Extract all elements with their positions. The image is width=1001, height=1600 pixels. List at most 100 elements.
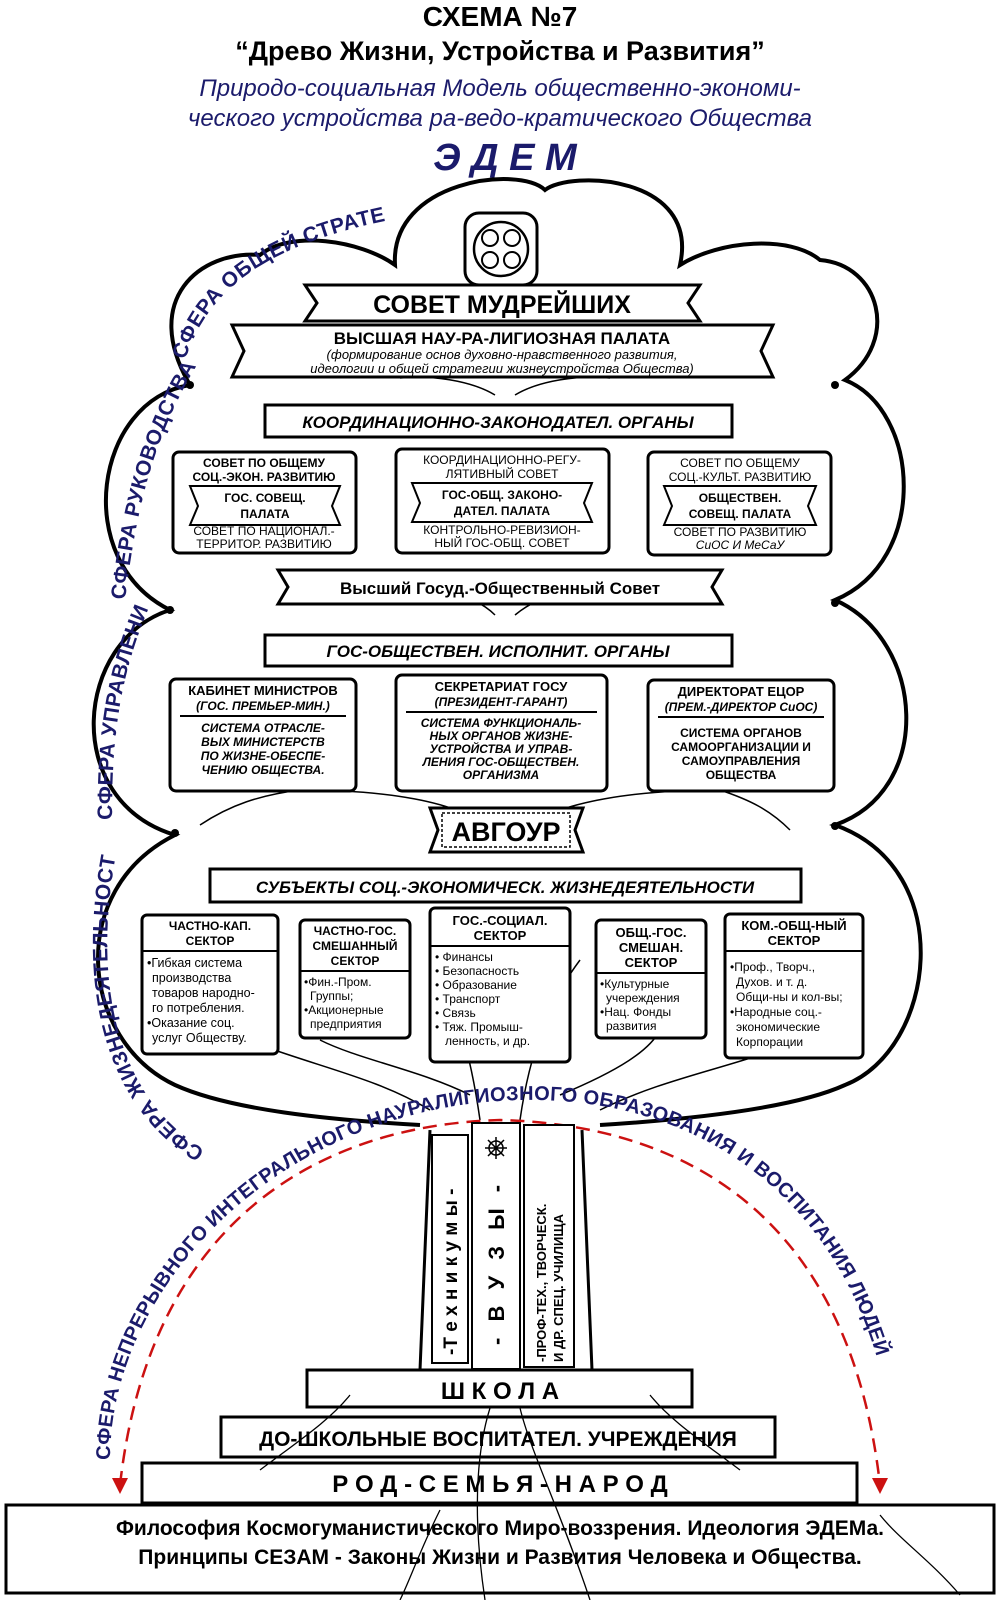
coord-center-block: КООРДИНАЦИОННО-РЕГУ- ЛЯТИВНЫЙ СОВЕТ ГОС-… [394, 447, 611, 555]
svg-text:услуг Обществу.: услуг Обществу. [152, 1031, 247, 1045]
svg-text:СМЕШАННЫЙ: СМЕШАННЫЙ [313, 938, 398, 953]
sector-private-state-mixed: ЧАСТНО-ГОС. СМЕШАННЫЙ СЕКТОР •Фин.-Пром.… [298, 918, 412, 1040]
svg-text:КОНТРОЛЬНО-РЕВИЗИОН-: КОНТРОЛЬНО-РЕВИЗИОН- [423, 523, 580, 537]
tree-crown-outline [91, 177, 923, 1127]
svg-text:СОВЕТ ПО ОБЩЕМУ: СОВЕТ ПО ОБЩЕМУ [680, 456, 800, 470]
svg-text:ДАТЕЛ. ПАЛАТА: ДАТЕЛ. ПАЛАТА [454, 504, 551, 518]
svg-text:экономические: экономические [736, 1020, 820, 1034]
svg-text:И ДР. СПЕЦ. УЧИЛИЩА: И ДР. СПЕЦ. УЧИЛИЩА [551, 1213, 566, 1362]
svg-text:СОВЕТ ПО НАЦИОНАЛ.-: СОВЕТ ПО НАЦИОНАЛ.- [193, 524, 334, 538]
svg-text:СЕКТОР: СЕКТОР [186, 934, 235, 948]
compass-rose-icon [485, 1137, 507, 1159]
svg-text:Высший Госуд.-Общественный Сов: Высший Госуд.-Общественный Совет [340, 579, 660, 598]
svg-text:СЕКТОР: СЕКТОР [331, 954, 380, 968]
svg-text:•Фин.-Пром.: •Фин.-Пром. [304, 975, 372, 989]
svg-text:СЕКТОР: СЕКТОР [625, 955, 678, 970]
svg-text:Философия Космогуманистическог: Философия Космогуманистического Миро-воз… [116, 1517, 884, 1540]
svg-text:ЧЕНИЮ ОБЩЕСТВА.: ЧЕНИЮ ОБЩЕСТВА. [201, 763, 324, 777]
svg-text:СОЦ.-КУЛЬТ. РАЗВИТИЮ: СОЦ.-КУЛЬТ. РАЗВИТИЮ [669, 470, 812, 484]
executive-header: ГОС-ОБЩЕСТВЕН. ИСПОЛНИТ. ОРГАНЫ [263, 633, 734, 668]
svg-text:производства: производства [152, 971, 231, 985]
supreme-state-council: Высший Госуд.-Общественный Совет [275, 568, 725, 606]
svg-text:СиОС И МеСаУ: СиОС И МеСаУ [696, 538, 786, 552]
chamber-title: ВЫСШАЯ НАУ-РА-ЛИГИОЗНАЯ ПАЛАТА [334, 329, 670, 348]
exec-center-block: СЕКРЕТАРИАТ ГОСУ (ПРЕЗИДЕНТ-ГАРАНТ) СИСТ… [394, 673, 609, 793]
sector-public-state-mixed: ОБЩ.-ГОС. СМЕШАН. СЕКТОР •Культурные уче… [594, 918, 708, 1040]
svg-text:- В У З Ы -: - В У З Ы - [484, 1180, 509, 1345]
svg-text:ДИРЕКТОРАТ ЕЦОР: ДИРЕКТОРАТ ЕЦОР [678, 684, 805, 699]
sector-state-social: ГОС.-СОЦИАЛ. СЕКТОР • Финансы • Безопасн… [428, 906, 572, 1064]
svg-text:ПАЛАТА: ПАЛАТА [240, 507, 290, 521]
svg-text:ЧАСТНО-КАП.: ЧАСТНО-КАП. [169, 919, 251, 933]
svg-text:СОВЕТ ПО РАЗВИТИЮ: СОВЕТ ПО РАЗВИТИЮ [674, 525, 807, 539]
sector-communal: КОМ.-ОБЩ-НЫЙ СЕКТОР •Проф., Творч., Духо… [723, 912, 865, 1060]
svg-text:СУБЪЕКТЫ СОЦ.-ЭКОНОМИЧЕСК. ЖИЗ: СУБЪЕКТЫ СОЦ.-ЭКОНОМИЧЕСК. ЖИЗНЕДЕЯТЕЛЬН… [256, 878, 755, 897]
svg-text:ГОС.-СОЦИАЛ.: ГОС.-СОЦИАЛ. [453, 913, 548, 928]
sector-item-list: •Культурные учереждения •Нац. Фонды разв… [600, 977, 680, 1033]
crown-knot [831, 599, 839, 607]
svg-text:Корпорации: Корпорации [736, 1035, 803, 1049]
svg-text:• Тяж. Промыш-: • Тяж. Промыш- [435, 1020, 523, 1034]
trunk-column-technicums: -Т е х н и к у м ы - [431, 1134, 469, 1364]
svg-text:• Связь: • Связь [435, 1006, 476, 1020]
svg-text:•Гибкая система: •Гибкая система [147, 956, 242, 970]
school-level: Ш К О Л А [305, 1368, 694, 1409]
svg-text:ЛЕНИЯ ГОС-ОБЩЕСТВЕН.: ЛЕНИЯ ГОС-ОБЩЕСТВЕН. [422, 755, 580, 769]
svg-text:Принципы СЕЗАМ - Законы Жизни: Принципы СЕЗАМ - Законы Жизни и Развития… [138, 1546, 861, 1569]
preschool-level: ДО-ШКОЛЬНЫЕ ВОСПИТАТЕЛ. УЧРЕЖДЕНИЯ [219, 1415, 777, 1459]
svg-text:АВГОУР: АВГОУР [451, 817, 560, 847]
tree-trunk-outline [418, 1129, 594, 1371]
supreme-chamber: ВЫСШАЯ НАУ-РА-ЛИГИОЗНАЯ ПАЛАТА (формиров… [229, 323, 776, 379]
svg-text:Группы;: Группы; [310, 989, 353, 1003]
svg-text:КООРДИНАЦИОННО-РЕГУ-: КООРДИНАЦИОННО-РЕГУ- [423, 453, 581, 467]
family-level: Р О Д - С Е М Ь Я - Н А Р О Д [140, 1461, 859, 1505]
education-arc [118, 1118, 882, 1486]
svg-text:ДО-ШКОЛЬНЫЕ ВОСПИТАТЕЛ. УЧРЕЖД: ДО-ШКОЛЬНЫЕ ВОСПИТАТЕЛ. УЧРЕЖДЕНИЯ [259, 1428, 737, 1451]
svg-text:САМОУПРАВЛЕНИЯ: САМОУПРАВЛЕНИЯ [682, 754, 800, 768]
chamber-note-1: (формирование основ духовно-нравственног… [326, 347, 677, 362]
svg-text:-ПРОФ-ТЕХ., ТВОРЧЕСК.: -ПРОФ-ТЕХ., ТВОРЧЕСК. [534, 1204, 549, 1362]
svg-text:• Безопасность: • Безопасность [435, 964, 519, 978]
svg-text:УСТРОЙСТВА И УПРАВ-: УСТРОЙСТВА И УПРАВ- [430, 740, 573, 756]
svg-text:• Финансы: • Финансы [435, 950, 493, 964]
svg-text:• Образование: • Образование [435, 978, 517, 992]
chamber-note-2: идеологии и общей стратегии жизнеустройс… [310, 361, 694, 376]
sphere-management-label: СФЕРА УПРАВЛЕНИЯ [0, 0, 153, 820]
svg-text:СЕКТОР: СЕКТОР [474, 928, 527, 943]
arc-arrow-right [872, 1478, 888, 1494]
svg-text:ВЫХ МИНИСТЕРСТВ: ВЫХ МИНИСТЕРСТВ [201, 735, 325, 749]
svg-text:(ПРЕЗИДЕНТ-ГАРАНТ): (ПРЕЗИДЕНТ-ГАРАНТ) [435, 695, 568, 709]
svg-text:ОБЩЕСТВА: ОБЩЕСТВА [706, 768, 777, 782]
exec-right-block: ДИРЕКТОРАТ ЕЦОР (ПРЕМ.-ДИРЕКТОР СиОС) СИ… [646, 678, 836, 793]
svg-text:-Т е х н и к у м ы -: -Т е х н и к у м ы - [441, 1189, 462, 1355]
coordination-header: КООРДИНАЦИОННО-ЗАКОНОДАТЕЛ. ОРГАНЫ [263, 403, 734, 439]
svg-text:учереждения: учереждения [606, 991, 680, 1005]
eden-name: Э Д Е М [433, 137, 578, 179]
svg-text:го потребления.: го потребления. [152, 1001, 245, 1015]
sector-private-capital: ЧАСТНО-КАП. СЕКТОР •Гибкая система произ… [140, 913, 280, 1056]
svg-text:САМООРГАНИЗАЦИИ И: САМООРГАНИЗАЦИИ И [671, 740, 811, 754]
crown-knot [171, 829, 179, 837]
eden-emblem-icon [463, 211, 539, 287]
coord-right-block: СОВЕТ ПО ОБЩЕМУ СОЦ.-КУЛЬТ. РАЗВИТИЮ ОБЩ… [646, 450, 833, 557]
svg-text:СОВЕЩ. ПАЛАТА: СОВЕЩ. ПАЛАТА [689, 507, 792, 521]
svg-text:Духов. и т. д.: Духов. и т. д. [736, 975, 807, 989]
avgour-box: АВГОУР [427, 806, 586, 854]
svg-text:СЕКТОР: СЕКТОР [768, 933, 821, 948]
svg-text:Ш К О Л А: Ш К О Л А [441, 1378, 559, 1405]
tree-roots [259, 1394, 961, 1600]
svg-text:Р О Д - С Е М Ь Я - Н А Р О Д: Р О Д - С Е М Ь Я - Н А Р О Д [332, 1471, 667, 1498]
svg-text:СМЕШАН.: СМЕШАН. [619, 940, 683, 955]
svg-text:(ГОС. ПРЕМЬЕР-МИН.): (ГОС. ПРЕМЬЕР-МИН.) [196, 699, 330, 713]
sector-item-list: •Проф., Творч., Духов. и т. д. Общи-ны и… [730, 960, 843, 1049]
svg-text:ТЕРРИТОР. РАЗВИТИЮ: ТЕРРИТОР. РАЗВИТИЮ [196, 537, 332, 551]
svg-text:СИСТЕМА ОТРАСЛЕ-: СИСТЕМА ОТРАСЛЕ- [201, 721, 325, 735]
sector-item-list: •Фин.-Пром. Группы; •Акционерные предпри… [304, 975, 384, 1031]
subtitle-line-1: Природо-социальная Модель общественно-эк… [199, 75, 800, 102]
sector-item-list: • Финансы • Безопасность • Образование •… [435, 950, 530, 1048]
svg-text:ОБЩ.-ГОС.: ОБЩ.-ГОС. [616, 925, 687, 940]
foundation-box: Философия Космогуманистического Миро-воз… [4, 1503, 996, 1595]
scheme-number: СХЕМА №7 [423, 1, 578, 32]
svg-text:СОВЕТ ПО ОБЩЕМУ: СОВЕТ ПО ОБЩЕМУ [203, 456, 326, 470]
